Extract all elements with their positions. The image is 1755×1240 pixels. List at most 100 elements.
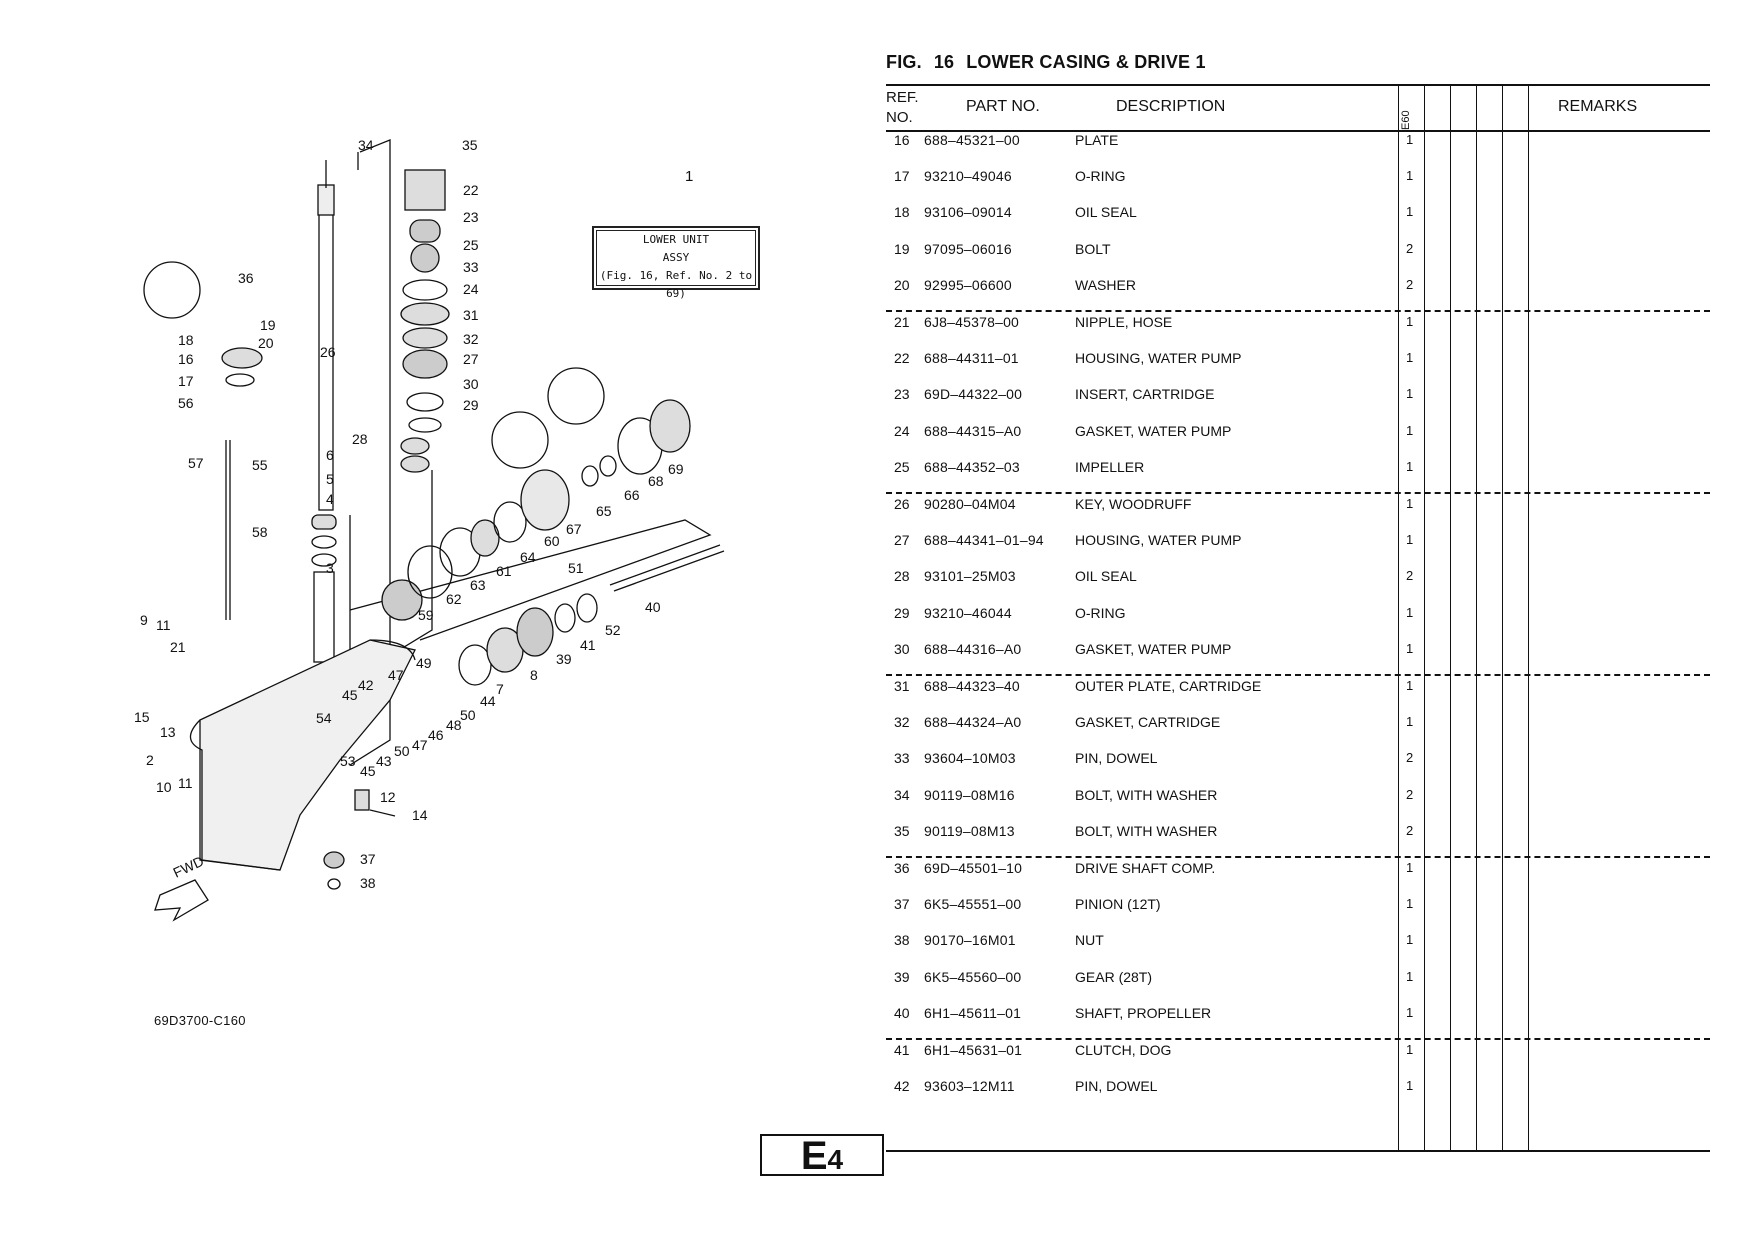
page-letter: E — [800, 1134, 828, 1178]
svg-text:31: 31 — [463, 307, 479, 323]
part-cell: 688–44315–A0 — [924, 423, 1022, 439]
desc-cell: KEY, WOODRUFF — [1075, 496, 1192, 512]
svg-text:6: 6 — [326, 447, 334, 463]
ref-cell: 39 — [894, 969, 910, 985]
desc-cell: NUT — [1075, 932, 1104, 948]
col-rule — [1398, 84, 1399, 1150]
svg-text:9: 9 — [140, 612, 148, 628]
svg-text:43: 43 — [376, 753, 392, 769]
assy-line-3: (Fig. 16, Ref. No. 2 to 69) — [599, 269, 753, 300]
svg-text:34: 34 — [358, 137, 374, 153]
figure-label: FIG. — [886, 52, 922, 72]
col-rule — [1450, 84, 1451, 1150]
ref-cell: 23 — [894, 386, 910, 402]
desc-cell: OIL SEAL — [1075, 204, 1137, 220]
svg-text:62: 62 — [446, 591, 462, 607]
qty-cell: 2 — [1406, 241, 1414, 256]
ref-cell: 29 — [894, 605, 910, 621]
figure-name: LOWER CASING & DRIVE 1 — [966, 52, 1206, 72]
svg-text:44: 44 — [480, 693, 496, 709]
desc-cell: PIN, DOWEL — [1075, 1078, 1158, 1094]
qty-cell: 1 — [1406, 314, 1414, 329]
desc-cell: IMPELLER — [1075, 459, 1145, 475]
desc-cell: OUTER PLATE, CARTRIDGE — [1075, 678, 1262, 694]
svg-text:14: 14 — [412, 807, 428, 823]
diagram-code: 69D3700-C160 — [154, 1013, 246, 1028]
part-cell: 93604–10M03 — [924, 750, 1016, 766]
col-rule — [1528, 84, 1529, 1150]
qty-cell: 1 — [1406, 605, 1414, 620]
qty-cell: 1 — [1406, 1078, 1414, 1093]
svg-text:25: 25 — [463, 237, 479, 253]
svg-text:13: 13 — [160, 724, 176, 740]
qty-cell: 2 — [1406, 750, 1414, 765]
ref-cell: 25 — [894, 459, 910, 475]
svg-text:55: 55 — [252, 457, 268, 473]
part-cell: 93210–49046 — [924, 168, 1012, 184]
svg-text:47: 47 — [388, 667, 404, 683]
svg-text:63: 63 — [470, 577, 486, 593]
svg-text:FWD: FWD — [171, 853, 207, 881]
svg-text:57: 57 — [188, 455, 204, 471]
qty-cell: 2 — [1406, 277, 1414, 292]
svg-text:68: 68 — [648, 473, 664, 489]
part-cell: 92995–06600 — [924, 277, 1012, 293]
svg-text:15: 15 — [134, 709, 150, 725]
svg-text:50: 50 — [460, 707, 476, 723]
svg-text:37: 37 — [360, 851, 376, 867]
svg-text:51: 51 — [568, 560, 584, 576]
svg-text:46: 46 — [428, 727, 444, 743]
header-ref-no: REF. NO. — [886, 89, 919, 126]
desc-cell: BOLT, WITH WASHER — [1075, 787, 1218, 803]
svg-text:54: 54 — [316, 710, 332, 726]
part-cell: 6H1–45631–01 — [924, 1042, 1023, 1058]
svg-text:60: 60 — [544, 533, 560, 549]
svg-text:5: 5 — [326, 471, 334, 487]
desc-cell: BOLT, WITH WASHER — [1075, 823, 1218, 839]
qty-cell: 2 — [1406, 787, 1414, 802]
desc-cell: CLUTCH, DOG — [1075, 1042, 1172, 1058]
header-part-no: PART NO. — [966, 98, 1040, 115]
ref-cell: 24 — [894, 423, 910, 439]
svg-text:11: 11 — [156, 617, 171, 633]
page-number: 4 — [827, 1144, 844, 1175]
svg-text:36: 36 — [238, 270, 254, 286]
qty-cell: 1 — [1406, 204, 1414, 219]
part-cell: 688–44316–A0 — [924, 641, 1022, 657]
ref-cell: 32 — [894, 714, 910, 730]
svg-text:45: 45 — [360, 763, 376, 779]
part-cell: 688–44311–01 — [924, 350, 1019, 366]
svg-text:35: 35 — [462, 137, 478, 153]
figure-number: 16 — [933, 52, 955, 72]
svg-text:18: 18 — [178, 332, 194, 348]
ref-cell: 38 — [894, 932, 910, 948]
page-number-badge: E4 — [760, 1134, 884, 1176]
part-cell: 69D–44322–00 — [924, 386, 1023, 402]
col-rule — [1424, 84, 1425, 1150]
header-model: E60 — [1400, 110, 1412, 130]
svg-text:21: 21 — [170, 639, 186, 655]
ref-cell: 19 — [894, 241, 910, 257]
svg-text:17: 17 — [178, 373, 194, 389]
qty-cell: 1 — [1406, 350, 1414, 365]
svg-text:65: 65 — [596, 503, 612, 519]
desc-cell: DRIVE SHAFT COMP. — [1075, 860, 1216, 876]
header-remarks: REMARKS — [1558, 98, 1638, 115]
desc-cell: BOLT — [1075, 241, 1111, 257]
ref-cell: 28 — [894, 568, 910, 584]
qty-cell: 1 — [1406, 1005, 1414, 1020]
desc-cell: HOUSING, WATER PUMP — [1075, 350, 1242, 366]
part-cell: 688–44352–03 — [924, 459, 1020, 475]
